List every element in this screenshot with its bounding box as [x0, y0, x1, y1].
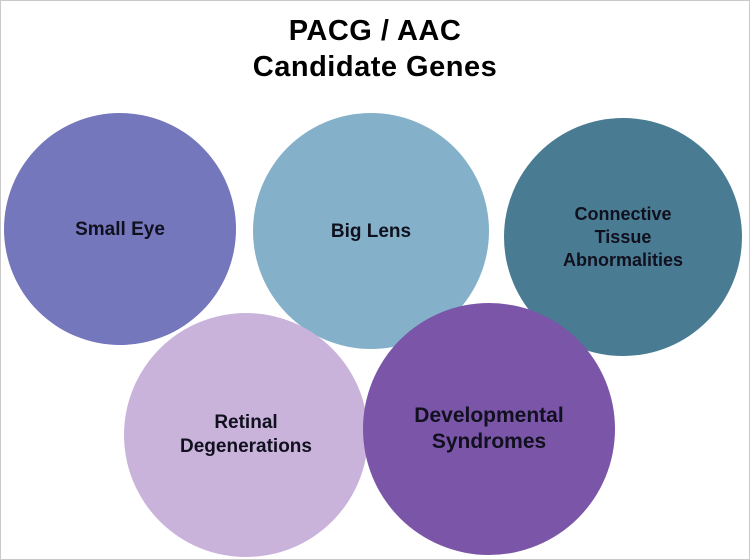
circle-developmental-syndromes: Developmental Syndromes: [363, 303, 615, 555]
circle-small-eye-label: Small Eye: [75, 218, 165, 240]
circle-big-lens-label: Big Lens: [330, 220, 412, 242]
circle-big-lens: Big Lens: [253, 113, 489, 349]
circle-retinal-degenerations: Retinal Degenerations: [124, 313, 368, 557]
title-line-2: Candidate Genes: [252, 51, 498, 83]
circle-developmental-label-line-1: Developmental: [414, 404, 564, 427]
circle-developmental-label-line-2: Syndromes: [431, 430, 547, 453]
circle-connective-label-line-1: Connective: [574, 203, 672, 224]
circle-retinal-label-line-1: Retinal: [214, 412, 278, 433]
circle-connective-label-line-3: Abnormalities: [562, 249, 684, 270]
page-title: PACG / AAC Candidate Genes: [1, 13, 749, 85]
circle-connective-label-line-2: Tissue: [594, 226, 652, 247]
circle-retinal-label-line-2: Degenerations: [180, 436, 312, 457]
circle-small-eye: Small Eye: [4, 113, 236, 345]
title-line-1: PACG / AAC: [288, 15, 462, 47]
